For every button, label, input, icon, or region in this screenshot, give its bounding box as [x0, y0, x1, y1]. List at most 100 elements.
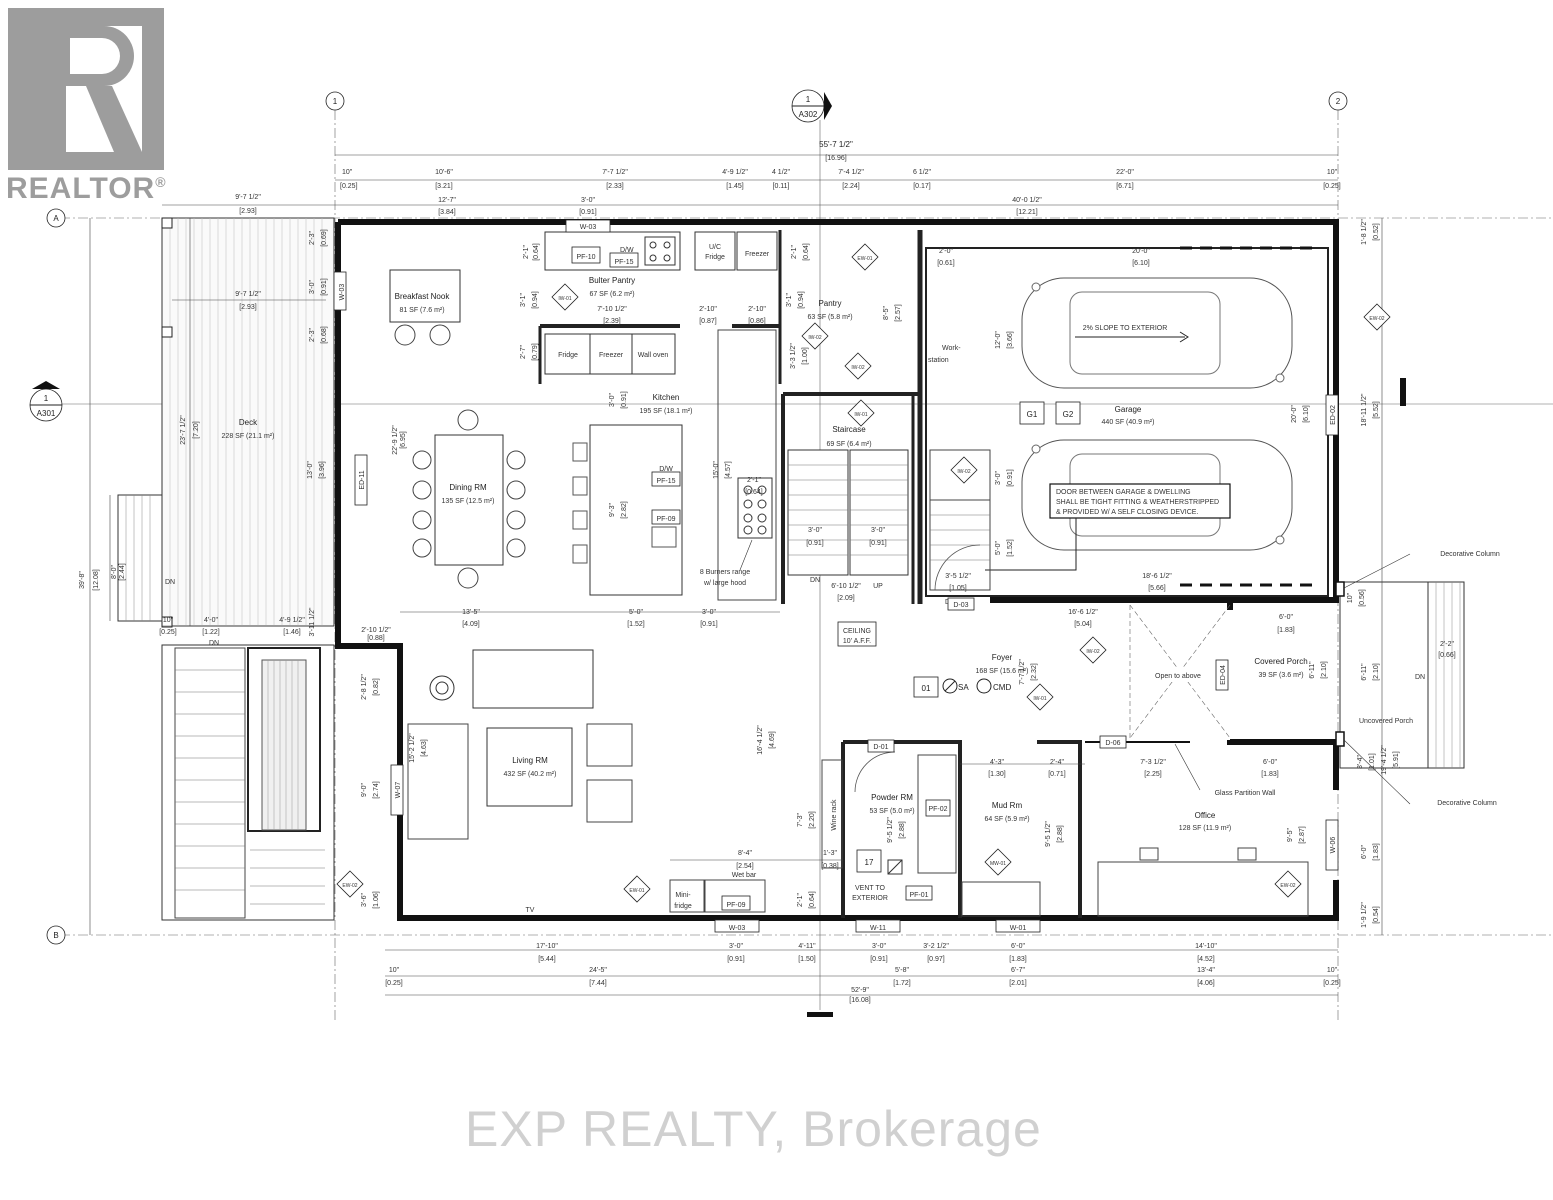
svg-text:9'-3": 9'-3": [609, 503, 616, 517]
svg-text:[0.97]: [0.97]: [927, 956, 945, 963]
svg-text:10'-6": 10'-6": [435, 169, 453, 176]
svg-text:20'-0": 20'-0": [1132, 248, 1150, 255]
svg-text:[0.52]: [0.52]: [1373, 223, 1380, 241]
garage: 2% SLOPE TO EXTERIOR G1 G2 Garage 440 SF…: [925, 246, 1329, 597]
svg-text:[0.25]: [0.25]: [385, 980, 403, 987]
svg-text:432 SF (40.2 m²): 432 SF (40.2 m²): [504, 771, 557, 778]
svg-text:[0.86]: [0.86]: [748, 318, 766, 325]
svg-text:67 SF (6.2 m²): 67 SF (6.2 m²): [589, 291, 634, 298]
svg-text:Breakfast Nook: Breakfast Nook: [395, 292, 451, 301]
svg-text:EW-02: EW-02: [1280, 883, 1295, 889]
svg-text:[0.91]: [0.91]: [621, 391, 628, 409]
svg-text:[2.39]: [2.39]: [603, 318, 621, 325]
grid-marker-a: A: [46, 208, 66, 228]
svg-text:[4.52]: [4.52]: [1197, 956, 1215, 963]
door-tag: D-06: [1105, 740, 1120, 747]
svg-text:13'-5": 13'-5": [462, 609, 480, 616]
svg-text:[0.91]: [0.91]: [700, 621, 718, 628]
svg-text:[2.57]: [2.57]: [895, 304, 902, 322]
svg-text:14'-10": 14'-10": [1195, 943, 1217, 950]
svg-text:[1.83]: [1.83]: [1261, 771, 1279, 778]
svg-text:EXTERIOR: EXTERIOR: [852, 895, 888, 902]
svg-text:2'-10 1/2": 2'-10 1/2": [361, 627, 391, 634]
svg-text:Staircase: Staircase: [832, 425, 866, 434]
svg-text:[0.91]: [0.91]: [869, 540, 887, 547]
deck-label: Deck: [239, 418, 258, 427]
window-tag: W-06: [1330, 837, 1337, 854]
svg-text:[2.24]: [2.24]: [842, 183, 860, 190]
workstation-label-2: station: [928, 357, 949, 364]
svg-text:Kitchen: Kitchen: [653, 393, 680, 402]
svg-text:[0.91]: [0.91]: [806, 540, 824, 547]
svg-text:Bulter Pantry: Bulter Pantry: [589, 276, 635, 285]
grid-marker-b: B: [46, 925, 66, 945]
svg-text:Open to above: Open to above: [1155, 673, 1201, 680]
svg-text:[0.91]: [0.91]: [1007, 469, 1014, 487]
svg-text:PF-02: PF-02: [928, 806, 947, 813]
svg-text:[0.17]: [0.17]: [913, 183, 931, 190]
svg-text:[1.05]: [1.05]: [949, 585, 967, 592]
svg-text:9'-5": 9'-5": [1287, 828, 1294, 842]
svg-text:[1.72]: [1.72]: [893, 980, 911, 987]
svg-text:[2.25]: [2.25]: [1144, 771, 1162, 778]
svg-text:[5.44]: [5.44]: [538, 956, 556, 963]
svg-text:EW-02: EW-02: [1369, 316, 1384, 322]
svg-text:Foyer: Foyer: [992, 653, 1013, 662]
porches: Covered Porch 39 SF (3.6 m²) DN 2'-2" [0…: [1254, 551, 1500, 807]
north-mark: [807, 1012, 833, 1017]
wall-tag: IW-02: [801, 322, 829, 350]
door-note-line-1: DOOR BETWEEN GARAGE & DWELLING: [1056, 489, 1191, 496]
svg-text:Mud Rm: Mud Rm: [992, 801, 1023, 810]
realtor-r-icon: [30, 26, 142, 152]
svg-text:[0.54]: [0.54]: [1373, 906, 1380, 924]
car-1-icon: [1021, 277, 1293, 389]
kitchen-dimensions: 2'-1" [0.64] 3'-1" [0.94] 2'-7" [0.79] 7…: [307, 229, 902, 628]
svg-text:[2.01]: [2.01]: [1009, 980, 1027, 987]
svg-text:D/W: D/W: [620, 247, 634, 254]
svg-text:9'-5 1/2": 9'-5 1/2": [887, 817, 894, 843]
svg-text:IW-01: IW-01: [1033, 696, 1046, 702]
wall-tag: MW-01: [984, 848, 1012, 876]
svg-text:7'-3": 7'-3": [797, 813, 804, 827]
svg-text:Office: Office: [1195, 811, 1216, 820]
svg-text:3'-0": 3'-0": [309, 280, 316, 294]
svg-text:[4.09]: [4.09]: [462, 621, 480, 628]
door-note-line-2: SHALL BE TIGHT FITTING & WEATHERSTRIPPED: [1056, 499, 1219, 506]
svg-text:[1.52]: [1.52]: [1007, 539, 1014, 557]
svg-text:IW-01: IW-01: [854, 412, 867, 418]
svg-text:UP: UP: [873, 583, 883, 590]
svg-text:15'-0": 15'-0": [713, 461, 720, 479]
svg-text:2'-1": 2'-1": [523, 245, 530, 259]
svg-text:[12.08]: [12.08]: [93, 569, 100, 590]
svg-text:Fridge: Fridge: [705, 254, 725, 261]
realtor-logo: [8, 8, 164, 170]
svg-text:7'-10 1/2": 7'-10 1/2": [597, 306, 627, 313]
svg-text:[1.52]: [1.52]: [627, 621, 645, 628]
svg-text:[2.10]: [2.10]: [1373, 663, 1380, 681]
svg-text:3'-0": 3'-0": [871, 527, 885, 534]
svg-text:w/ large hood: w/ large hood: [703, 580, 746, 587]
svg-text:[0.25]: [0.25]: [1323, 183, 1341, 190]
deck: Deck 228 SF (21.1 m²) 9'-7 1/2" [2.93] D…: [117, 217, 335, 921]
svg-text:[2.44]: [2.44]: [119, 563, 126, 581]
svg-text:[3.66]: [3.66]: [1007, 331, 1014, 349]
svg-text:[0.91]: [0.91]: [727, 956, 745, 963]
grid-marker-2: 2: [1328, 91, 1348, 111]
svg-text:4'-3": 4'-3": [990, 759, 1004, 766]
ceiling-note: CEILING 10' A.F.F.: [837, 621, 877, 647]
svg-text:18'-6 1/2": 18'-6 1/2": [1142, 573, 1172, 580]
garage-dimensions: 2'-0" [0.61] 20'-0" [6.10] 12'-0" [3.66]…: [937, 248, 1310, 592]
svg-text:01: 01: [922, 684, 931, 693]
svg-text:[16.96]: [16.96]: [825, 155, 846, 162]
section-marker-left: 1 A301: [29, 381, 63, 422]
svg-text:2'-2": 2'-2": [1440, 641, 1454, 648]
realtor-word: REALTOR: [6, 172, 156, 205]
svg-text:[4.57]: [4.57]: [725, 461, 732, 479]
svg-text:PF-09: PF-09: [656, 516, 675, 523]
svg-text:3'-0": 3'-0": [995, 471, 1002, 485]
svg-text:4'-11": 4'-11": [798, 943, 816, 950]
svg-text:SA: SA: [958, 683, 969, 692]
svg-text:3'-0": 3'-0": [581, 197, 595, 204]
section-cut-mark: [1400, 378, 1406, 406]
